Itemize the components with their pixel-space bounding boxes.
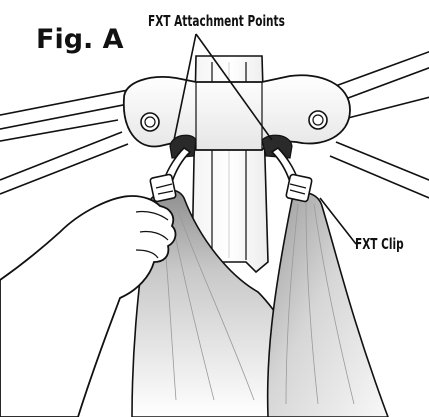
bolt-right: [309, 111, 327, 129]
fxt-clip-label: FXT Clip: [355, 237, 404, 252]
bolt-left: [141, 113, 159, 131]
attachment-points-label: FXT Attachment Points: [148, 14, 285, 29]
fxt-clip-right: [286, 174, 313, 202]
figure-title: Fig. A: [36, 26, 124, 53]
frame-hub: [124, 75, 350, 158]
fxt-clip-left: [150, 174, 177, 202]
fabric-right: [268, 193, 388, 417]
